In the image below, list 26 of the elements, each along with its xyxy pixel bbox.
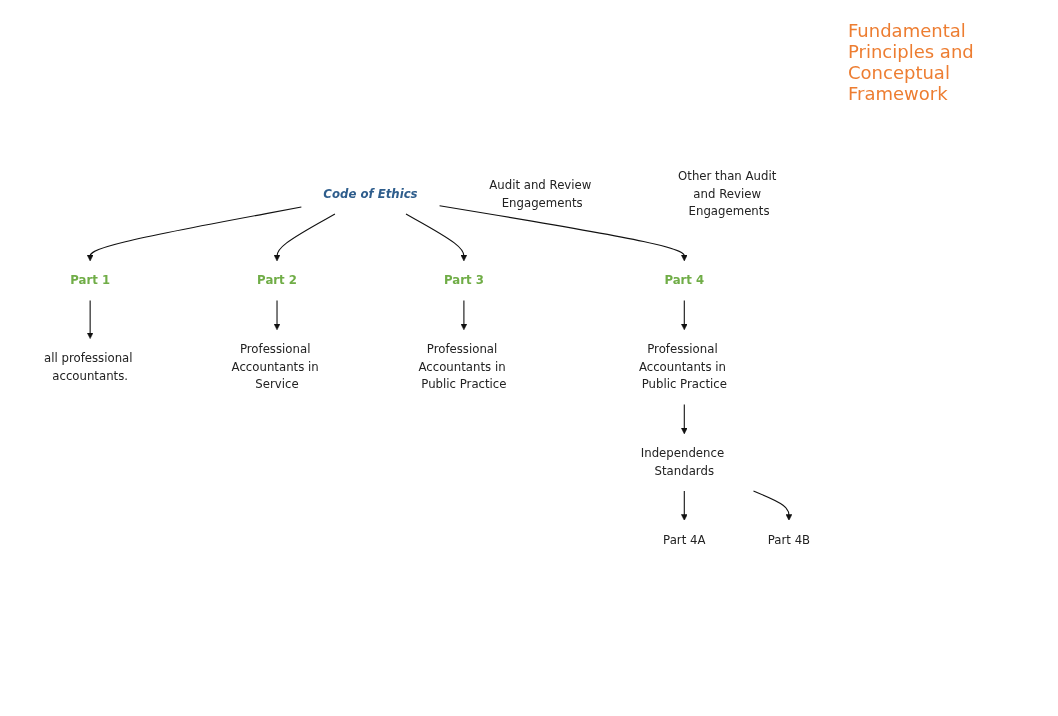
node-text: all professional accountants. <box>44 350 133 383</box>
arrow <box>681 490 688 521</box>
node-text: Code of Ethics <box>323 186 418 201</box>
arrow <box>681 299 688 330</box>
node-text: Part 1 <box>70 272 111 287</box>
arrow <box>439 204 688 261</box>
node-text: Professional Accountants in Public Practice <box>638 341 727 391</box>
arrow <box>752 490 793 521</box>
arrow <box>273 299 281 330</box>
node-text: Professional Accountants in Service <box>231 341 319 391</box>
arrow <box>405 213 468 261</box>
node-text: Independence Standards <box>640 445 725 478</box>
node-text: Other than Audit and Review Engagements <box>678 168 777 219</box>
node-text: Part 2 <box>257 272 297 287</box>
node-text: Part 3 <box>443 272 484 287</box>
arrow <box>86 206 302 261</box>
node-text: Audit and Review Engagements <box>489 177 592 210</box>
arrow <box>681 403 688 434</box>
arrow <box>460 299 468 330</box>
node-text: Part 4A <box>663 532 706 547</box>
node-text: Professional Accountants in Public Practice <box>418 341 507 391</box>
node-text: Part 4B <box>767 532 811 547</box>
arrow <box>273 213 336 261</box>
note-text: Fundamental Principles and Conceptual Framework <box>848 20 975 104</box>
node-text: Part 4 <box>664 272 705 287</box>
arrow <box>86 299 94 339</box>
